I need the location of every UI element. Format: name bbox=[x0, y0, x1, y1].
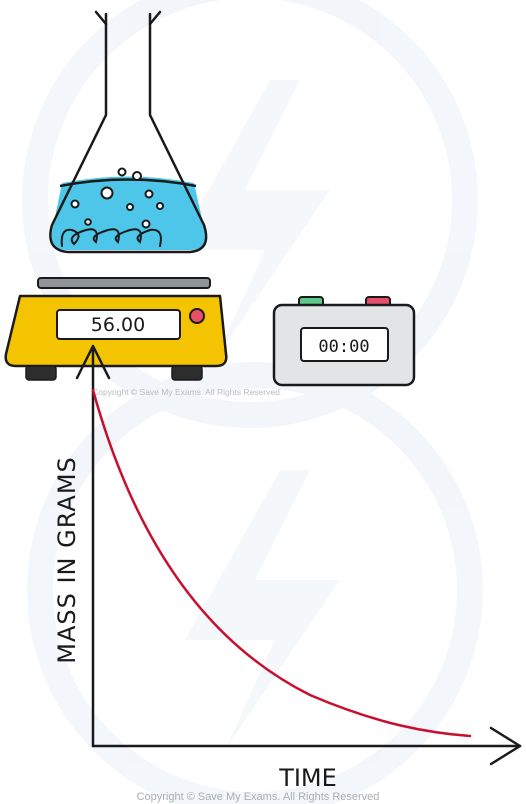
x-axis-arrow-icon bbox=[489, 726, 522, 766]
graph bbox=[75, 344, 522, 766]
y-axis-arrow-icon bbox=[75, 344, 111, 380]
balance-display bbox=[56, 309, 181, 340]
bubble-icon bbox=[132, 171, 142, 181]
bubble-icon bbox=[144, 189, 154, 199]
balance-reading: 56.00 bbox=[91, 314, 145, 336]
bubble-icon bbox=[156, 202, 164, 210]
bubble-icon bbox=[100, 186, 114, 200]
bubble-icon bbox=[126, 203, 134, 211]
bubble-icon bbox=[141, 219, 151, 229]
liquid bbox=[51, 176, 206, 250]
mass-decay-curve bbox=[91, 388, 472, 738]
bubble-icon bbox=[117, 167, 127, 177]
bubble-icon bbox=[84, 218, 92, 226]
copyright-bottom: Copyright © Save My Exams. All Rights Re… bbox=[137, 791, 380, 803]
y-axis-label: MASS IN GRAMS bbox=[53, 456, 81, 664]
tare-button[interactable] bbox=[189, 308, 205, 324]
conical-flask-icon bbox=[49, 10, 208, 254]
balance-icon bbox=[4, 277, 228, 381]
copyright-small: Copyright © Save My Exams. All Rights Re… bbox=[92, 387, 280, 397]
stopwatch-display bbox=[300, 327, 389, 362]
bubbles bbox=[70, 167, 164, 229]
stopwatch-icon bbox=[272, 296, 416, 387]
stopwatch-time: 00:00 bbox=[318, 337, 369, 357]
watermark-logo bbox=[22, 0, 483, 804]
bubble-icon bbox=[70, 199, 80, 209]
heating-coil-icon bbox=[60, 228, 162, 247]
x-axis-label: TIME bbox=[278, 764, 337, 792]
